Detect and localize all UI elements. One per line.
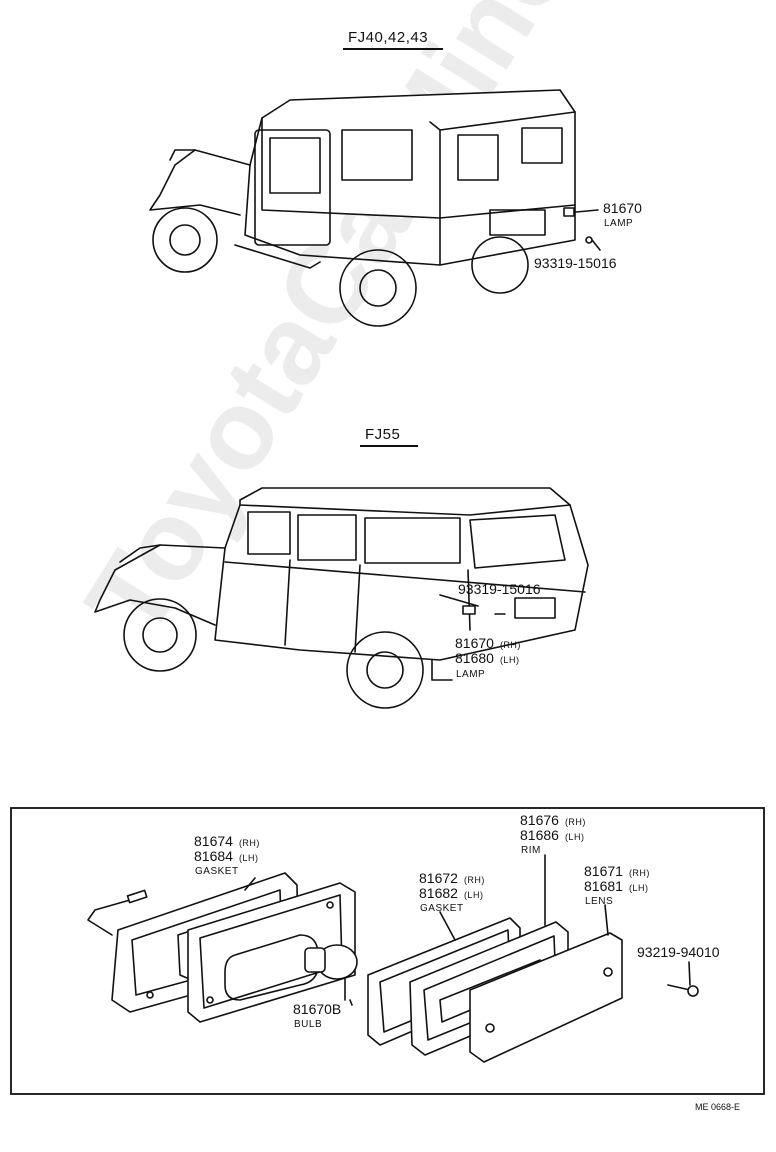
lens-name: LENS	[585, 896, 614, 907]
lens-lh-tag: (LH)	[628, 883, 649, 893]
rim-lh-row: 81686 (LH)	[520, 828, 584, 845]
gasket2-name: GASKET	[420, 903, 464, 914]
fj55-lamp-rh-number: 81670	[455, 635, 494, 651]
fj55-screw-part-number: 93319-15016	[458, 581, 541, 597]
gasket2-lh-row: 81682 (LH)	[419, 886, 483, 903]
lens-rh-tag: (RH)	[628, 868, 650, 878]
gasket1-lh-row: 81684 (LH)	[194, 849, 258, 866]
gasket1-lh-number: 81684	[194, 848, 233, 864]
rim-lh-tag: (LH)	[564, 832, 585, 842]
gasket1-rh-number: 81674	[194, 833, 233, 849]
lens-rh-number: 81671	[584, 863, 623, 879]
bulb-name: BULB	[294, 1019, 323, 1030]
fj55-lamp-rh-row: 81670 (RH)	[455, 636, 521, 653]
lens-lh-number: 81681	[584, 878, 623, 894]
fj55-lamp-name: LAMP	[456, 669, 486, 680]
rim-lh-number: 81686	[520, 827, 559, 843]
gasket1-rh-tag: (RH)	[238, 838, 260, 848]
reference-code: ME 0668-E	[695, 1102, 741, 1112]
rim-rh-number: 81676	[520, 812, 559, 828]
exploded-view-frame	[10, 807, 765, 1095]
wire-lead	[87, 899, 131, 936]
fj40-lamp-name: LAMP	[604, 218, 634, 229]
bulb-part	[304, 944, 358, 1001]
lens-rh-row: 81671 (RH)	[584, 864, 650, 881]
section-title-fj55: FJ55	[365, 426, 401, 443]
rim-rh-tag: (RH)	[564, 817, 586, 827]
lens-lh-row: 81681 (LH)	[584, 879, 648, 896]
gasket2-rh-tag: (RH)	[463, 875, 485, 885]
gasket1-rh-row: 81674 (RH)	[194, 834, 260, 851]
screw-part-number: 93219-94010	[637, 944, 720, 960]
fj55-rh-tag: (RH)	[499, 640, 521, 650]
gasket2-rh-row: 81672 (RH)	[419, 871, 485, 888]
fj40-lamp-part-number: 81670	[603, 200, 642, 216]
section-title-fj40: FJ40,42,43	[348, 29, 429, 46]
fj55-lamp-lh-row: 81680 (LH)	[455, 651, 519, 668]
bulb-part-number: 81670B	[293, 1001, 342, 1017]
fj40-screw-part-number: 93319-15016	[534, 255, 617, 271]
gasket2-lh-number: 81682	[419, 885, 458, 901]
fj55-lh-tag: (LH)	[499, 655, 520, 665]
gasket2-lh-tag: (LH)	[463, 890, 484, 900]
gasket2-rh-number: 81672	[419, 870, 458, 886]
lens-part	[469, 932, 623, 1063]
rim-rh-row: 81676 (RH)	[520, 813, 586, 830]
rim-name: RIM	[521, 845, 541, 856]
section-title-fj55-underline	[360, 445, 418, 447]
gasket1-lh-tag: (LH)	[238, 853, 259, 863]
fj55-vehicle-illustration	[94, 487, 589, 709]
fj55-lamp-lh-number: 81680	[455, 650, 494, 666]
screw-part	[667, 961, 699, 997]
fj40-vehicle-illustration	[149, 89, 601, 327]
section-title-fj40-underline	[343, 48, 443, 50]
gasket1-name: GASKET	[195, 866, 239, 877]
